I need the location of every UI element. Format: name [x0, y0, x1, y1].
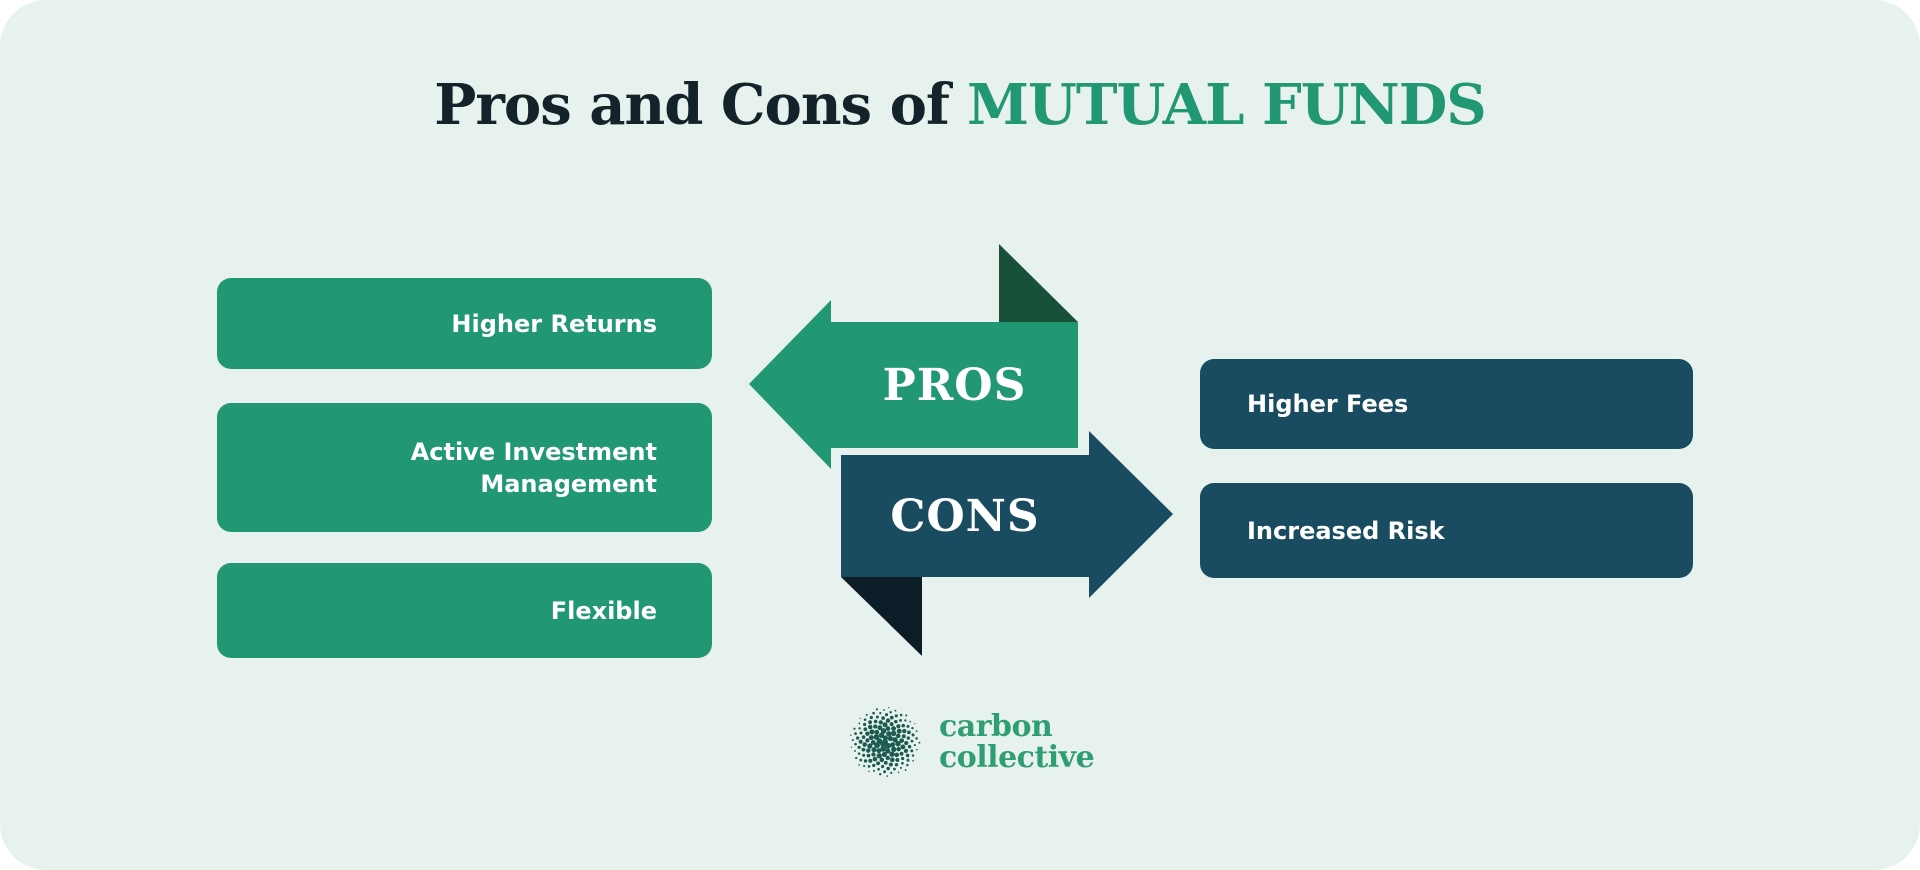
logo-sphere-icon — [850, 706, 921, 777]
pros-item-label: Flexible — [550, 596, 657, 625]
pros-item-card: Higher Returns — [217, 278, 712, 369]
title-highlight: MUTUAL FUNDS — [967, 72, 1487, 138]
pros-item-label: Active Investment Management — [410, 437, 657, 498]
pros-item-card: Flexible — [217, 563, 712, 658]
cons-arrow-shape — [841, 431, 1173, 598]
title-prefix: Pros and Cons of — [434, 72, 950, 138]
cons-item-label: Increased Risk — [1247, 516, 1445, 545]
pros-cons-arrows: PROS CONS — [740, 235, 1185, 665]
pros-arrow-label: PROS — [882, 359, 1027, 411]
pros-item-label: Higher Returns — [451, 309, 657, 338]
pros-arrow-shape — [749, 300, 1078, 469]
arrow-graphics — [749, 244, 1173, 656]
cons-ribbon-fold — [841, 577, 922, 656]
logo-word-line1: carbon — [939, 709, 1053, 744]
pros-item-card: Active Investment Management — [217, 403, 712, 532]
page-title: Pros and Cons of MUTUAL FUNDS — [0, 72, 1920, 138]
logo-word-line2: collective — [939, 740, 1095, 775]
carbon-collective-logo: carbon collective — [846, 703, 1095, 781]
cons-item-label: Higher Fees — [1247, 390, 1409, 418]
cons-item-card: Increased Risk — [1200, 483, 1693, 578]
logo-wordmark: carbon collective — [939, 709, 1095, 775]
cons-item-card: Higher Fees — [1200, 359, 1693, 449]
cons-arrow-label: CONS — [890, 490, 1040, 542]
pros-ribbon-fold — [999, 244, 1078, 322]
